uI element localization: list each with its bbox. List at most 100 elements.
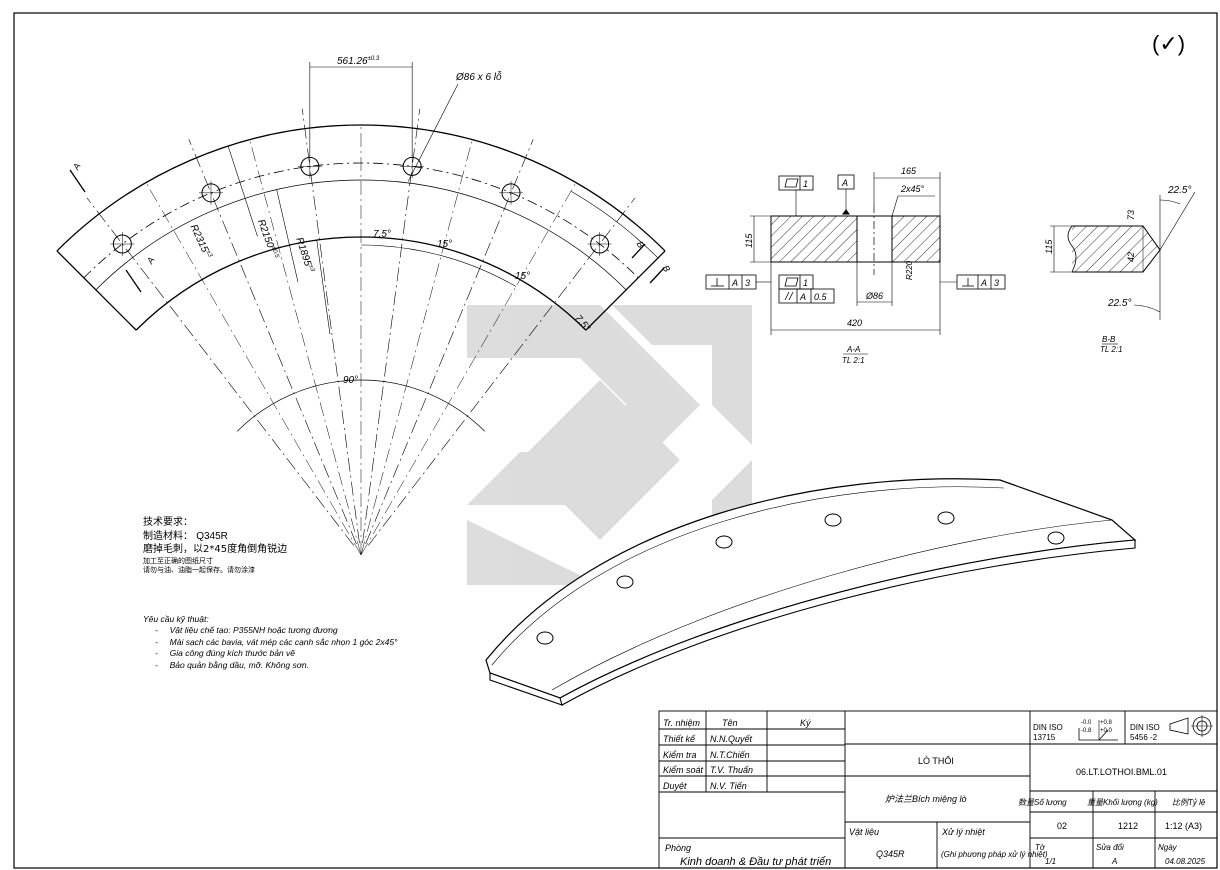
iso1-b: 13715	[1033, 733, 1056, 742]
bb-title: B-B	[1102, 335, 1116, 344]
tech-cn-line2: 磨掉毛刺，以2*45度角倒角锐边	[143, 544, 288, 555]
sheet: 1/1	[1045, 857, 1056, 866]
angle-arc-15	[360, 244, 517, 287]
bb-angle-bottom: 22.5°	[1107, 298, 1131, 309]
date: 04.08.2025	[1165, 857, 1206, 866]
role-control: Kiểm soát	[663, 765, 704, 775]
aa-flatness-top: 1	[803, 179, 808, 189]
aa-height: 115	[744, 233, 754, 248]
section-cut-b	[631, 243, 646, 259]
scale-label: 比例Tỷ lệ	[1172, 798, 1206, 807]
dim-arc-spacing: 561.26±0.3	[337, 56, 380, 67]
hole-radial-line	[368, 197, 636, 546]
aa-title: A-A	[846, 345, 860, 354]
col-name: Tên	[722, 718, 738, 728]
section-bb	[1050, 191, 1196, 345]
dept: Kinh doanh & Đầu tư phát triển	[680, 856, 831, 868]
iso1-a: DIN ISO	[1033, 723, 1063, 732]
material-label: Vật liệu	[849, 827, 879, 837]
iso-bolt-hole	[536, 631, 554, 645]
tech-vi-title: Yêu cầu kỹ thuật:	[143, 614, 209, 624]
bb-height: 115	[1044, 239, 1054, 254]
rev-label: Sửa đổi	[1096, 843, 1124, 852]
tech-cn-material: 制造材料： Q345R	[143, 530, 228, 542]
section-cut-b	[649, 267, 665, 284]
tech-vi-item: - Bảo quản bằng dầu, mỡ. Không sơn.	[155, 659, 309, 670]
aa-radius: R220	[905, 260, 914, 280]
aa-perp-right-datum: A	[980, 278, 987, 288]
part-name: 炉法兰Bích miệng lò	[885, 794, 967, 804]
heat-label: Xử lý nhiệt	[941, 827, 985, 837]
end-edge-left	[56, 250, 137, 331]
product-name: LÒ THỔI	[918, 755, 954, 766]
qty: 02	[1057, 821, 1067, 831]
iso-edge-4: +0.0	[1100, 728, 1113, 734]
iso-bolt-hole	[1047, 531, 1065, 545]
aa-parallel-datum: A	[799, 292, 806, 302]
section-aa	[705, 172, 1006, 355]
name-design: N.N.Quyết	[710, 734, 753, 744]
hole-radial-line	[188, 139, 357, 545]
aa-perp-right: 3	[994, 278, 999, 288]
scale: 1:12 (A3)	[1165, 821, 1202, 831]
tech-cn-line3: 加工至正确的图纸尺寸	[143, 556, 213, 565]
angle-arc-7-5	[570, 191, 659, 259]
hole-radial-line	[365, 139, 534, 545]
material: Q345R	[876, 849, 905, 859]
end-edge-right	[585, 250, 666, 331]
drawing-number: 06.LT.LOTHOI.BML.01	[1076, 767, 1167, 777]
heat-value: (Ghi phương pháp xử lý nhiệt)	[941, 850, 1048, 859]
section-mark-b-top: B	[635, 240, 647, 250]
radial-centerline	[249, 139, 362, 556]
section-mark-a-bottom: A	[144, 255, 156, 266]
aa-flatness-bottom: 1	[803, 278, 808, 288]
bb-dim-top: 73	[1126, 210, 1136, 220]
aa-chamfer: 2x45°	[900, 184, 925, 194]
aa-parallel: 0.5	[814, 292, 828, 302]
sheet-label: Tờ	[1035, 843, 1046, 852]
section-mark-a-top: A	[70, 161, 82, 172]
bb-scale: TL 2:1	[1100, 345, 1123, 354]
section-cut-a	[125, 269, 142, 293]
rev: A	[1111, 857, 1117, 866]
plan-view	[56, 62, 666, 556]
col-sign: Ký	[800, 718, 811, 728]
iso-edge-3: -0.8	[1081, 728, 1092, 734]
aa-offset: 165	[901, 166, 917, 176]
aa-width: 420	[847, 318, 862, 328]
mid-arc	[95, 179, 627, 291]
radius-leader	[227, 145, 258, 237]
bb-angle-top: 22.5°	[1167, 185, 1191, 196]
role-design: Thiết kế	[663, 734, 696, 744]
title-block-text: Tr. nhiệm Tên Ký Thiết kế N.N.Quyết Kiểm…	[663, 718, 1206, 868]
radius-leader	[276, 189, 299, 283]
hole-note: Ø86 x 6 lỗ	[455, 70, 502, 83]
section-cut-a	[69, 169, 86, 193]
aa-perp-left-datum: A	[731, 278, 738, 288]
tech-vi-item: - Vật liệu chế tạo: P355NH hoặc tương đư…	[155, 625, 338, 636]
tech-cn-line4: 请勿与油、油脂一起保存。请勿涂漆	[143, 565, 255, 574]
sheet-border	[13, 12, 1218, 869]
tech-requirements-cn: 技术要求： 制造材料： Q345R 磨掉毛刺，以2*45度角倒角锐边 加工至正确…	[143, 516, 287, 575]
bb-dim-bottom: 42	[1126, 252, 1136, 262]
tech-vi-item: - Mài sạch các bavia, vát mép các cạnh s…	[155, 636, 398, 647]
iso-bolt-hole	[937, 511, 955, 525]
name-check: N.T.Chiến	[710, 750, 750, 760]
angle-label-1: 7.5°	[373, 229, 391, 240]
hole-radial-line	[86, 197, 354, 546]
iso-chamfer-edge	[491, 486, 1005, 666]
iso-bolt-hole	[616, 575, 634, 589]
iso-edge-1: -0.0	[1081, 720, 1092, 726]
name-approve: N.V. Tiến	[710, 781, 747, 791]
radial-centerline	[360, 139, 473, 556]
isometric-view	[485, 478, 1137, 706]
angle-label-3: 15°	[515, 271, 530, 282]
section-mark-b-bottom: B	[661, 264, 673, 274]
role-approve: Duyệt	[663, 781, 687, 791]
iso2-a: DIN ISO	[1130, 723, 1160, 732]
watermark-logo	[467, 305, 752, 585]
outer-arc	[56, 124, 666, 252]
name-control: T.V. Thuấn	[710, 765, 753, 775]
title-block	[658, 710, 1218, 869]
